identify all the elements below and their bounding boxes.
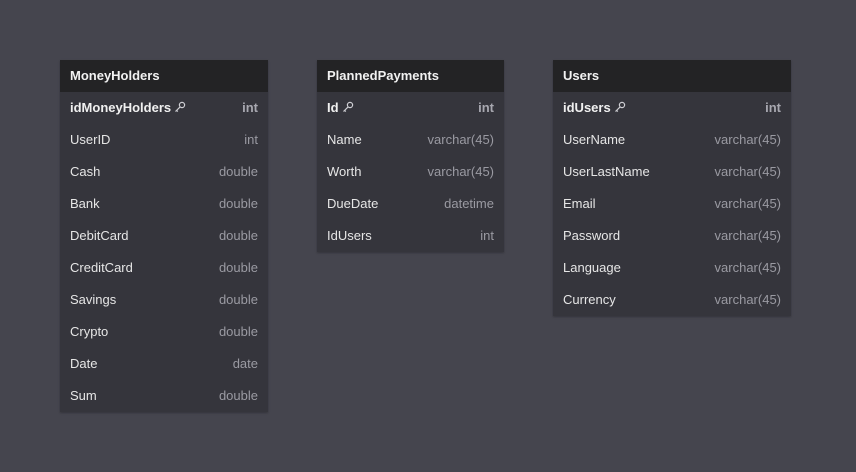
- field-type: double: [218, 388, 258, 403]
- field-name: Worth: [327, 156, 361, 188]
- field-name-text: Date: [70, 356, 98, 371]
- field-row[interactable]: Cash double: [60, 156, 268, 188]
- field-name: UserName: [563, 124, 625, 156]
- field-name-text: Id: [327, 100, 339, 115]
- field-row[interactable]: DebitCard double: [60, 220, 268, 252]
- field-name: Language: [563, 252, 621, 284]
- field-name: IdUsers: [327, 220, 372, 252]
- field-name-text: UserID: [70, 132, 111, 147]
- field-name: Name: [327, 124, 362, 156]
- field-name-text: IdUsers: [327, 228, 372, 243]
- field-name: Currency: [563, 284, 616, 316]
- field-type: int: [242, 100, 258, 115]
- field-type: varchar(45): [714, 196, 781, 211]
- field-name-text: DebitCard: [70, 228, 129, 243]
- primary-key-row[interactable]: idUsers int: [553, 92, 791, 124]
- field-name: Email: [563, 188, 596, 220]
- key-icon: [174, 101, 186, 113]
- field-type: int: [244, 132, 258, 147]
- primary-key-row[interactable]: idMoneyHolders int: [60, 92, 268, 124]
- field-type: varchar(45): [714, 164, 781, 179]
- field-name-text: Savings: [70, 292, 117, 307]
- field-type: int: [480, 228, 494, 243]
- field-name: Bank: [70, 188, 100, 220]
- field-name: idUsers: [563, 92, 626, 124]
- field-name-text: Currency: [563, 292, 616, 307]
- field-name-text: Worth: [327, 164, 362, 179]
- field-name: Cash: [70, 156, 100, 188]
- field-name-text: Crypto: [70, 324, 109, 339]
- field-row[interactable]: Name varchar(45): [317, 124, 504, 156]
- field-name-text: Sum: [70, 388, 97, 403]
- field-row[interactable]: IdUsers int: [317, 220, 504, 252]
- field-type: varchar(45): [427, 164, 494, 179]
- field-row[interactable]: DueDate datetime: [317, 188, 504, 220]
- field-type: varchar(45): [714, 292, 781, 307]
- field-type: varchar(45): [714, 228, 781, 243]
- field-type: int: [765, 100, 781, 115]
- field-row[interactable]: Sum double: [60, 380, 268, 412]
- field-name: DebitCard: [70, 220, 129, 252]
- field-type: double: [218, 196, 258, 211]
- field-name: idMoneyHolders: [70, 92, 186, 124]
- field-name: Sum: [70, 380, 97, 412]
- field-row[interactable]: Email varchar(45): [553, 188, 791, 220]
- field-row[interactable]: Language varchar(45): [553, 252, 791, 284]
- field-row[interactable]: Bank double: [60, 188, 268, 220]
- field-name-text: UserLastName: [563, 164, 650, 179]
- field-name-text: Name: [327, 132, 362, 147]
- field-name: Crypto: [70, 316, 108, 348]
- field-name-text: UserName: [563, 132, 626, 147]
- field-row[interactable]: Date date: [60, 348, 268, 380]
- field-type: double: [218, 292, 258, 307]
- field-row[interactable]: Crypto double: [60, 316, 268, 348]
- field-name-text: Email: [563, 196, 596, 211]
- field-row[interactable]: CreditCard double: [60, 252, 268, 284]
- field-row[interactable]: UserName varchar(45): [553, 124, 791, 156]
- field-row[interactable]: Worth varchar(45): [317, 156, 504, 188]
- key-icon: [614, 101, 626, 113]
- field-type: int: [478, 100, 494, 115]
- field-name-text: Language: [563, 260, 621, 275]
- field-row[interactable]: Password varchar(45): [553, 220, 791, 252]
- table-header[interactable]: Users: [553, 60, 791, 92]
- table-header[interactable]: MoneyHolders: [60, 60, 268, 92]
- field-name: Savings: [70, 284, 116, 316]
- field-name-text: Password: [563, 228, 621, 243]
- key-icon: [342, 101, 354, 113]
- field-name: UserLastName: [563, 156, 650, 188]
- field-type: double: [218, 228, 258, 243]
- field-type: double: [218, 324, 258, 339]
- field-name: Date: [70, 348, 97, 380]
- field-name: DueDate: [327, 188, 378, 220]
- field-type: double: [218, 164, 258, 179]
- field-name: UserID: [70, 124, 110, 156]
- field-name-text: Bank: [70, 196, 100, 211]
- field-row[interactable]: UserID int: [60, 124, 268, 156]
- field-type: varchar(45): [714, 260, 781, 275]
- field-name: Id: [327, 92, 354, 124]
- table-header[interactable]: PlannedPayments: [317, 60, 504, 92]
- field-name: Password: [563, 220, 620, 252]
- field-row[interactable]: Savings double: [60, 284, 268, 316]
- field-row[interactable]: Currency varchar(45): [553, 284, 791, 316]
- field-type: varchar(45): [714, 132, 781, 147]
- field-name-text: idMoneyHolders: [70, 100, 172, 115]
- field-type: varchar(45): [427, 132, 494, 147]
- field-name-text: DueDate: [327, 196, 379, 211]
- field-type: datetime: [444, 196, 494, 211]
- field-type: double: [218, 260, 258, 275]
- field-type: date: [232, 356, 258, 371]
- field-row[interactable]: UserLastName varchar(45): [553, 156, 791, 188]
- field-name-text: Cash: [70, 164, 101, 179]
- field-name: CreditCard: [70, 252, 133, 284]
- primary-key-row[interactable]: Id int: [317, 92, 504, 124]
- field-name-text: idUsers: [563, 100, 611, 115]
- field-name-text: CreditCard: [70, 260, 133, 275]
